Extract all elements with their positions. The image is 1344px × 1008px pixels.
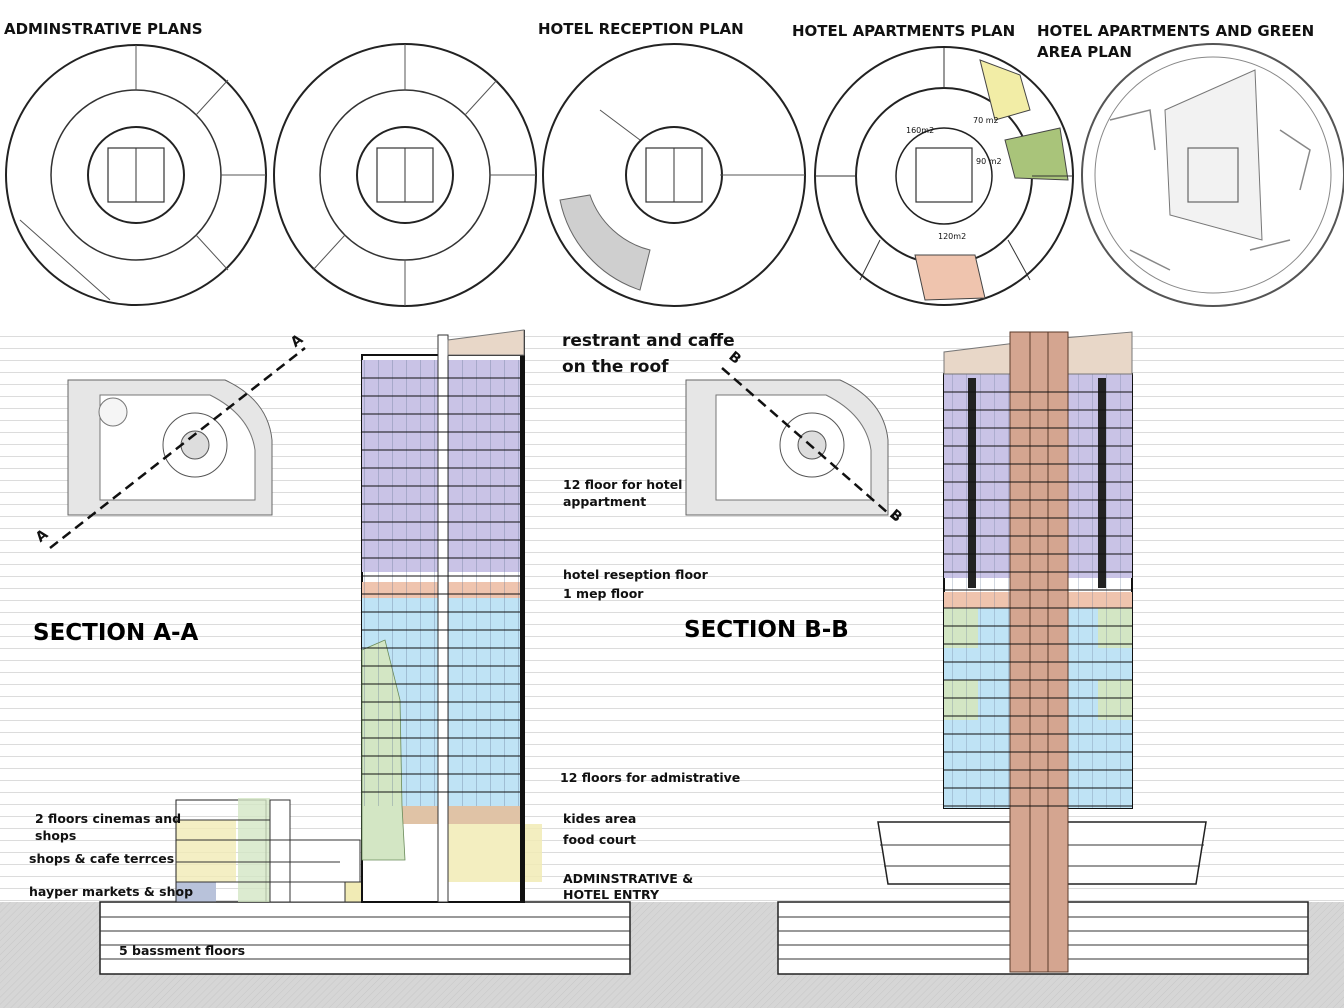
administrative-plan-1 <box>5 44 267 306</box>
green-area-plan-title-line1: HOTEL APARTMENTS AND GREEN <box>1037 22 1315 40</box>
green-area-plan-title-line2: AREA PLAN <box>1037 43 1132 61</box>
basement-label: 5 bassment floors <box>119 943 246 958</box>
area-label-90: 90 m2 <box>976 157 1002 166</box>
food-court-label: food court <box>563 832 636 847</box>
mep-floor-label: 1 mep floor <box>563 586 644 601</box>
reception-floor-label: hotel reseption floor <box>563 567 708 582</box>
roof-label-line1: restrant and caffe <box>562 331 735 351</box>
cinemas-label-line2: shops <box>35 828 77 843</box>
section-aa-title: SECTION A-A <box>33 620 199 646</box>
hotel-apartments-green-plan <box>1081 43 1344 307</box>
kids-area-label: kides area <box>563 811 637 826</box>
section-bb-title: SECTION B-B <box>684 617 849 643</box>
admin-floors-label: 12 floors for admistrative <box>560 770 741 785</box>
hypermarket-label: hayper markets & shop <box>29 884 194 899</box>
cinemas-label-line1: 2 floors cinemas and <box>35 811 182 826</box>
area-label-120: 120m2 <box>938 232 967 241</box>
hotel-apartments-plan <box>814 46 1074 306</box>
hotel-floors-label-line1: 12 floor for hotel <box>563 477 683 492</box>
roof-label-line2: on the roof <box>562 357 669 377</box>
administrative-plans-title: ADMINSTRATIVE PLANS <box>4 20 203 38</box>
administrative-plan-2 <box>273 43 537 307</box>
hotel-floors-label-line2: appartment <box>563 494 647 509</box>
area-label-160: 160m2 <box>906 126 935 135</box>
shops-cafe-label: shops & cafe terrces <box>29 851 175 866</box>
hotel-reception-plan-title: HOTEL RECEPTION PLAN <box>538 20 744 38</box>
section-bb-drawing <box>685 331 1309 975</box>
entry-label-line1: ADMINSTRATIVE & <box>563 871 694 886</box>
hotel-reception-plan <box>542 43 806 307</box>
area-label-70: 70 m2 <box>973 116 999 125</box>
hotel-apartments-plan-title: HOTEL APARTMENTS PLAN <box>792 22 1016 40</box>
section-aa-drawing <box>49 329 631 975</box>
entry-label-line2: HOTEL ENTRY <box>563 887 659 902</box>
